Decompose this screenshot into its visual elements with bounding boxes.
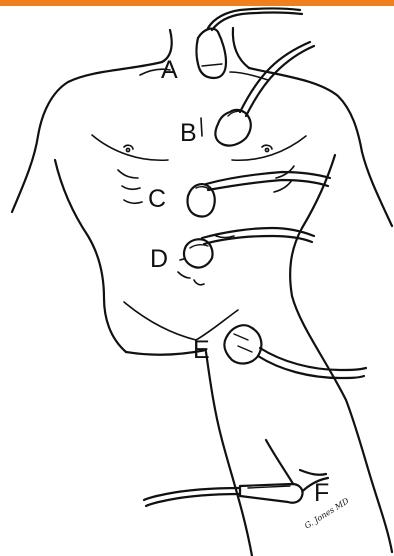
probe-label-a: A bbox=[161, 58, 178, 83]
probe-label-e: E bbox=[193, 338, 210, 363]
probe-label-f: F bbox=[314, 481, 329, 506]
probe-b bbox=[215, 42, 314, 146]
probe-label-c: C bbox=[148, 187, 166, 212]
probe-c bbox=[187, 172, 330, 217]
probe-label-d: D bbox=[150, 247, 168, 272]
probe-f bbox=[144, 484, 303, 506]
probe-e bbox=[224, 325, 366, 378]
probe-label-b: B bbox=[180, 121, 197, 146]
body-outline bbox=[12, 28, 392, 556]
